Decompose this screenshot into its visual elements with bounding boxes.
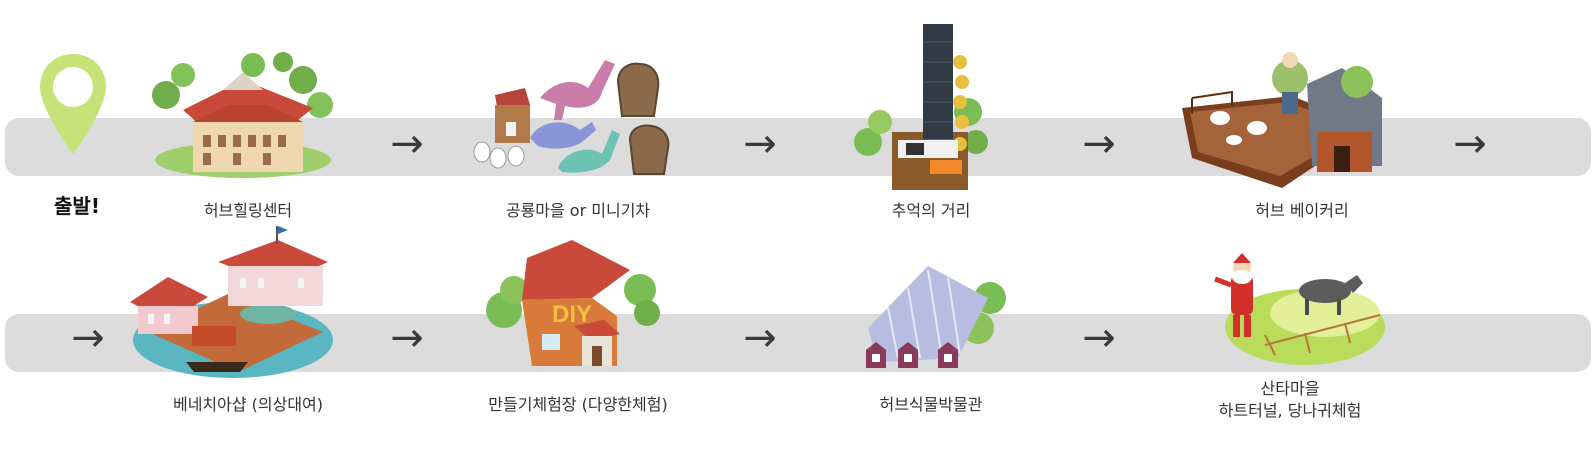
stop-label-dinosaur-village: 공룡마을 or 미니기차	[505, 201, 651, 220]
stop-label-santa-village-line-2: 하트터널, 당나귀체험	[1218, 401, 1362, 420]
herb-bakery-illustration	[1182, 52, 1382, 188]
arrow-right-icon: →	[1082, 121, 1116, 167]
arrow-right-icon: →	[1453, 121, 1487, 167]
arrow-right-icon: →	[1082, 315, 1116, 361]
diy-sign: DIY	[552, 301, 592, 328]
herb-healing-center-illustration	[152, 52, 333, 178]
arrow-right-icon: →	[390, 121, 424, 167]
stop-label-santa-village-line-1: 산타마을	[1260, 379, 1320, 398]
stop-label-venezia-shop: 베네치아샵 (의상대여)	[172, 395, 324, 414]
santa-village-illustration	[1214, 253, 1385, 365]
arrow-right-icon: →	[390, 315, 424, 361]
start-label: 출발!	[54, 194, 100, 218]
stop-label-herb-healing-center: 허브힐링센터	[203, 201, 293, 220]
arrow-right-icon: →	[743, 121, 777, 167]
location-pin-icon	[40, 54, 106, 154]
herb-plant-museum-illustration	[866, 266, 1006, 368]
stop-label-diy-workshop: 만들기체험장 (다양한체험)	[488, 395, 668, 414]
arrow-right-icon: →	[71, 315, 105, 361]
dinosaur-village-illustration	[473, 60, 670, 175]
memory-street-illustration	[854, 24, 988, 190]
arrow-right-icon: →	[743, 315, 777, 361]
stop-label-memory-street: 추억의 거리	[891, 201, 971, 220]
diy-workshop-illustration: DIY	[486, 240, 660, 366]
stop-label-herb-plant-museum: 허브식물박물관	[879, 395, 983, 414]
stop-label-santa-village: 산타마을 하트터널, 당나귀체험	[1160, 378, 1420, 422]
stop-label-herb-bakery: 허브 베이커리	[1255, 201, 1349, 220]
venezia-shop-illustration	[130, 226, 333, 378]
